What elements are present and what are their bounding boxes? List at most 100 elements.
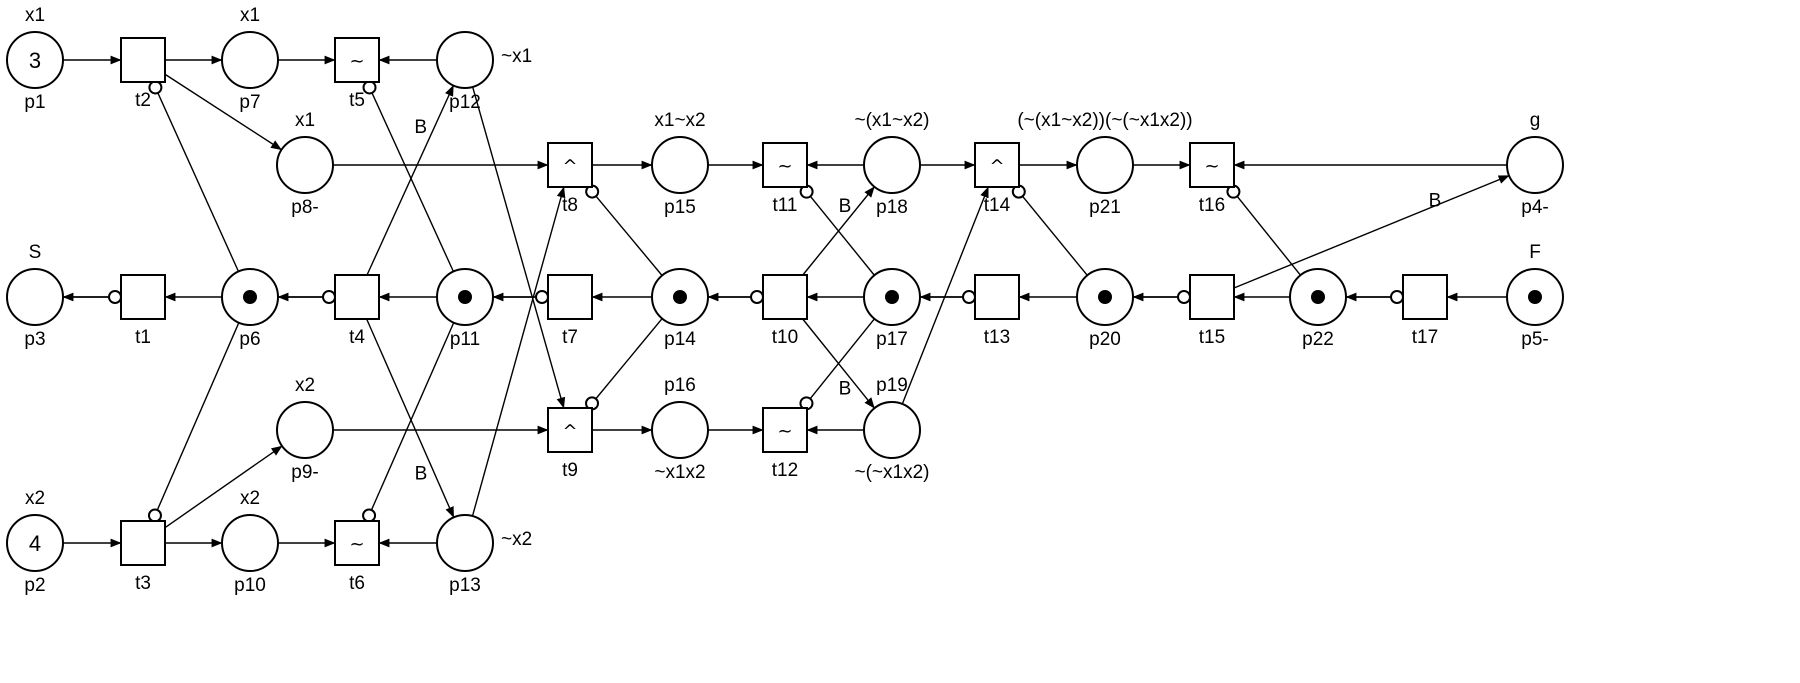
place-p19 xyxy=(863,401,921,459)
place-name-label: p11 xyxy=(450,329,480,350)
arc-weight-label: B xyxy=(839,196,852,217)
transition-name-label: t17 xyxy=(1412,327,1438,348)
place-marking: 4 xyxy=(29,531,41,556)
arc-t15-p4 xyxy=(1233,174,1510,289)
place-name-label: p21 xyxy=(1089,197,1121,218)
transition-t8 xyxy=(547,142,593,188)
token xyxy=(1311,290,1325,304)
place-p7 xyxy=(221,31,279,89)
transition-t14 xyxy=(974,142,1020,188)
arc-p19-t14 xyxy=(901,186,989,405)
place-name-label: p5- xyxy=(1521,329,1548,350)
place-annotation: x1 xyxy=(25,5,45,26)
transition-name-label: t2 xyxy=(135,90,151,111)
place-name-label: p12 xyxy=(449,92,481,113)
place-p2 xyxy=(6,514,64,572)
transition-symbol: ~ xyxy=(1204,156,1219,177)
inhibitor-arc-p20-t14 xyxy=(1022,195,1088,276)
place-annotation: x1~x2 xyxy=(654,110,705,131)
inhibitor-head xyxy=(1177,290,1191,304)
arc-weight-label: B xyxy=(414,117,427,138)
transition-symbol: ~ xyxy=(349,51,364,72)
inhibitor-head xyxy=(1390,290,1404,304)
place-p10 xyxy=(221,514,279,572)
token xyxy=(1098,290,1112,304)
transition-name-label: t14 xyxy=(984,195,1011,216)
transition-t10 xyxy=(762,274,808,320)
place-name-label: p15 xyxy=(664,197,696,218)
place-annotation: x2 xyxy=(25,488,45,509)
inhibitor-arc-p17-t11 xyxy=(809,195,875,276)
place-name-label: p10 xyxy=(234,575,266,596)
place-name-label: p22 xyxy=(1302,329,1334,350)
place-p18 xyxy=(863,136,921,194)
place-name-label: ~(~x1x2) xyxy=(855,462,930,483)
place-annotation: g xyxy=(1530,110,1541,131)
place-name-label: p8- xyxy=(291,197,318,218)
place-name-label: p6 xyxy=(239,329,260,350)
place-annotation: x2 xyxy=(295,375,315,396)
transition-t3 xyxy=(120,520,166,566)
place-p3 xyxy=(6,268,64,326)
place-name-label: p4- xyxy=(1521,197,1548,218)
arc-t4-p12 xyxy=(366,84,455,276)
transition-symbol: ^ xyxy=(989,156,1004,177)
nodes-layer xyxy=(6,31,1564,572)
place-name-label: p13 xyxy=(449,575,481,596)
transition-symbol: ~ xyxy=(349,534,364,555)
arc-p13-t8 xyxy=(471,186,566,517)
transition-t1 xyxy=(120,274,166,320)
inhibitor-arc-p6-t2 xyxy=(157,92,240,272)
place-name-label: p20 xyxy=(1089,329,1121,350)
place-annotation: (~(x1~x2))(~(~x1x2)) xyxy=(1017,110,1192,131)
transition-name-label: t12 xyxy=(772,460,798,481)
place-name-label: p3 xyxy=(24,329,45,350)
transition-symbol: ~ xyxy=(777,421,792,442)
transition-t11 xyxy=(762,142,808,188)
transition-symbol: ^ xyxy=(562,156,577,177)
transition-t16 xyxy=(1189,142,1235,188)
transition-symbol: ~ xyxy=(777,156,792,177)
place-annotation: ~x2 xyxy=(501,529,532,550)
arc-weight-label: B xyxy=(839,379,852,400)
inhibitor-head xyxy=(148,80,163,95)
place-annotation: ~(x1~x2) xyxy=(855,110,930,131)
transition-t13 xyxy=(974,274,1020,320)
arcs-layer xyxy=(62,55,1510,548)
transition-name-label: t13 xyxy=(984,327,1010,348)
inhibitor-head xyxy=(362,508,377,523)
place-p16 xyxy=(651,401,709,459)
place-annotation: x2 xyxy=(240,488,260,509)
place-annotation: x1 xyxy=(240,5,260,26)
transition-t4 xyxy=(334,274,380,320)
transition-symbol: ^ xyxy=(562,421,577,442)
transition-name-label: t9 xyxy=(562,460,578,481)
place-p8 xyxy=(276,136,334,194)
place-annotation: x1 xyxy=(295,110,315,131)
inhibitor-head xyxy=(108,290,122,304)
place-p15 xyxy=(651,136,709,194)
inhibitor-arc-p17-t12 xyxy=(809,318,875,400)
inhibitor-arc-p6-t3 xyxy=(156,322,240,511)
place-annotation: F xyxy=(1529,242,1541,263)
place-name-label: p9- xyxy=(291,462,318,483)
arc-weight-label: B xyxy=(1429,190,1442,211)
place-p1 xyxy=(6,31,64,89)
place-p21 xyxy=(1076,136,1134,194)
place-name-label: p14 xyxy=(664,329,696,350)
token xyxy=(243,290,257,304)
transition-name-label: t7 xyxy=(562,327,578,348)
token xyxy=(885,290,899,304)
transition-t15 xyxy=(1189,274,1235,320)
arc-p12-t9 xyxy=(471,86,566,409)
place-p9 xyxy=(276,401,334,459)
token xyxy=(1528,290,1542,304)
transition-name-label: t11 xyxy=(772,195,797,216)
transition-name-label: t15 xyxy=(1199,327,1225,348)
labels-layer: BBBBB3p1x14p2x2p3Sp4-gp5-Fp6p7x1p8-x1p9-… xyxy=(24,5,1548,596)
place-annotation: p16 xyxy=(664,375,696,396)
inhibitor-head xyxy=(962,290,976,304)
inhibitor-head xyxy=(322,290,336,304)
place-name-label: p2 xyxy=(24,575,45,596)
